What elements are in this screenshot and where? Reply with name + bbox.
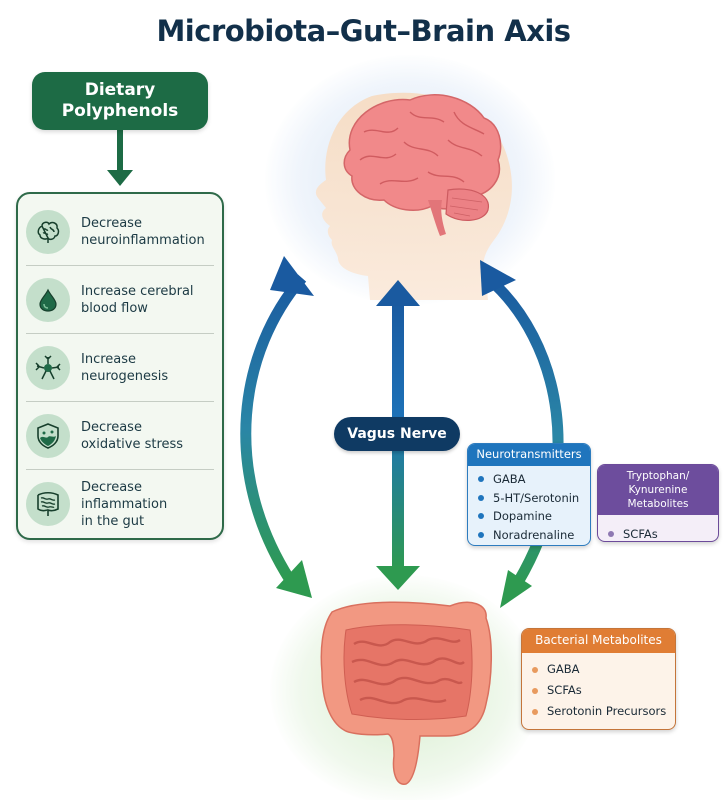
list-item: Dopamine — [478, 507, 582, 526]
list-item: SCFAs — [608, 525, 710, 541]
bullet-dot — [532, 687, 538, 694]
effect-label-line2: neurogenesis — [81, 368, 169, 384]
list-item-label: SCFAs — [547, 683, 582, 697]
intestine-icon — [26, 482, 70, 526]
bullet-dot — [532, 708, 538, 715]
list-item-label: GABA — [547, 662, 580, 676]
effect-label-line2: in the gut — [81, 513, 145, 529]
left-bidirectional-arrow — [240, 256, 314, 598]
effect-label-line1: Increase cerebral — [81, 283, 194, 299]
list-item-label: GABA — [493, 472, 526, 486]
brain-icon — [26, 209, 70, 254]
droplet-icon — [26, 277, 70, 322]
list-item: GABA — [532, 659, 667, 680]
diagram-title: Microbiota–Gut–Brain Axis — [156, 14, 571, 48]
effect-label-line1: Decrease inflammation — [81, 479, 168, 512]
dietary-polyphenols-node: Dietary Polyphenols — [32, 72, 208, 130]
bullet-dot — [532, 666, 538, 673]
tryptophan-title-line1: Tryptophan/ — [626, 470, 690, 482]
list-item-label: Dopamine — [493, 509, 552, 523]
neurotransmitters-box: Neurotransmitters GABA 5-HT/Serotonin Do… — [467, 443, 591, 546]
list-item: Noradrenaline — [478, 526, 582, 545]
vagus-nerve-label: Vagus Nerve — [334, 417, 460, 451]
bullet-dot — [478, 476, 484, 483]
list-item-label: Serotonin Precursors — [547, 704, 667, 718]
effect-label-line1: Decrease — [81, 215, 142, 231]
polyphenols-label-line1: Dietary — [84, 80, 156, 100]
neurotransmitters-title: Neurotransmitters — [468, 444, 590, 466]
bullet-dot — [478, 531, 484, 538]
effect-label-line1: Increase — [81, 351, 137, 367]
list-item: GABA — [478, 470, 582, 489]
tryptophan-kynurenine-box: Tryptophan/ Kynurenine Metabolites SCFAs — [597, 464, 719, 542]
bullet-dot — [478, 494, 484, 501]
list-item: 5-HT/Serotonin — [478, 489, 582, 508]
effect-label-line2: oxidative stress — [81, 436, 184, 452]
polyphenol-arrow — [107, 130, 133, 186]
shield-icon — [26, 413, 70, 458]
gut-illustration — [320, 601, 492, 785]
neuron-icon — [26, 345, 70, 390]
list-item-label: SCFAs — [623, 527, 658, 541]
tryptophan-title: Tryptophan/ Kynurenine Metabolites — [598, 465, 718, 515]
polyphenols-label-line2: Polyphenols — [61, 101, 179, 121]
bullet-dot — [478, 513, 484, 520]
bacterial-metabolites-title: Bacterial Metabolites — [522, 629, 675, 653]
list-item-label: Noradrenaline — [493, 527, 575, 542]
bacterial-metabolites-box: Bacterial Metabolites GABA SCFAs Seroton… — [521, 628, 676, 730]
list-item-label: 5-HT/Serotonin — [493, 490, 580, 505]
effect-label-line2: blood flow — [81, 300, 148, 316]
list-item: SCFAs — [532, 680, 667, 701]
tryptophan-title-line2: Kynurenine Metabolites — [627, 484, 689, 510]
right-bidirectional-arrow — [480, 260, 564, 608]
bullet-dot — [608, 531, 614, 538]
effect-label-line1: Decrease — [81, 419, 142, 435]
brain-illustration — [343, 94, 502, 236]
list-item: Serotonin Precursors — [532, 701, 667, 722]
effect-label-line2: neuroinflammation — [81, 232, 205, 248]
